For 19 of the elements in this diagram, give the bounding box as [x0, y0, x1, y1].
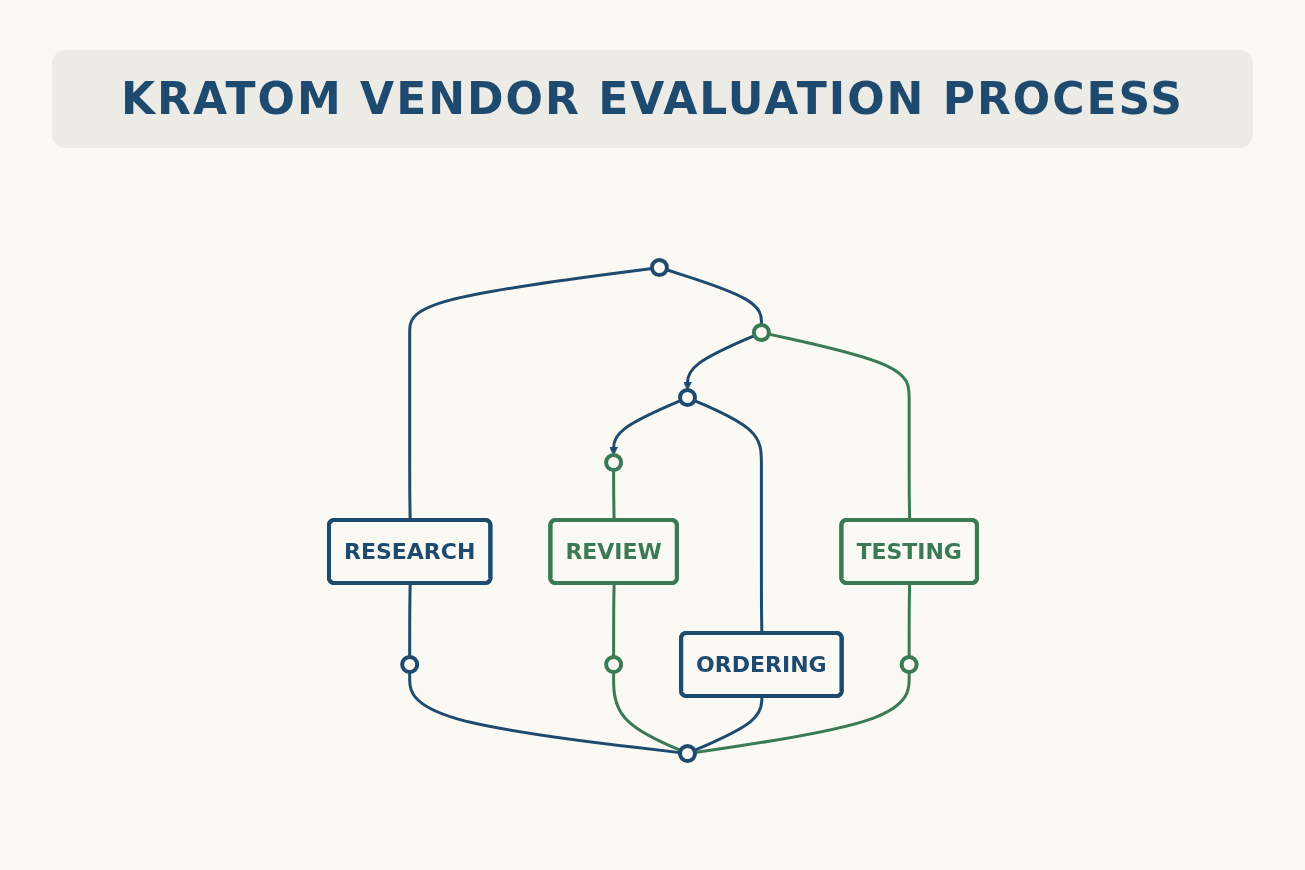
node-circle [399, 654, 419, 674]
connector [907, 582, 911, 657]
node-circle [677, 387, 697, 407]
connector [611, 671, 681, 752]
connector [407, 582, 412, 657]
connector [694, 671, 911, 754]
node-circle [751, 322, 771, 342]
connector [693, 695, 763, 752]
connector [407, 671, 680, 754]
node-circle [649, 257, 669, 277]
node-circle [677, 743, 697, 763]
arrow [608, 398, 681, 455]
node-circle [899, 654, 919, 674]
arrow [682, 333, 755, 390]
connector [665, 267, 763, 325]
node-circle [603, 654, 623, 674]
connector [611, 582, 616, 657]
node-circle [603, 452, 623, 472]
title: KRATOM VENDOR EVALUATION PROCESS [52, 50, 1253, 148]
